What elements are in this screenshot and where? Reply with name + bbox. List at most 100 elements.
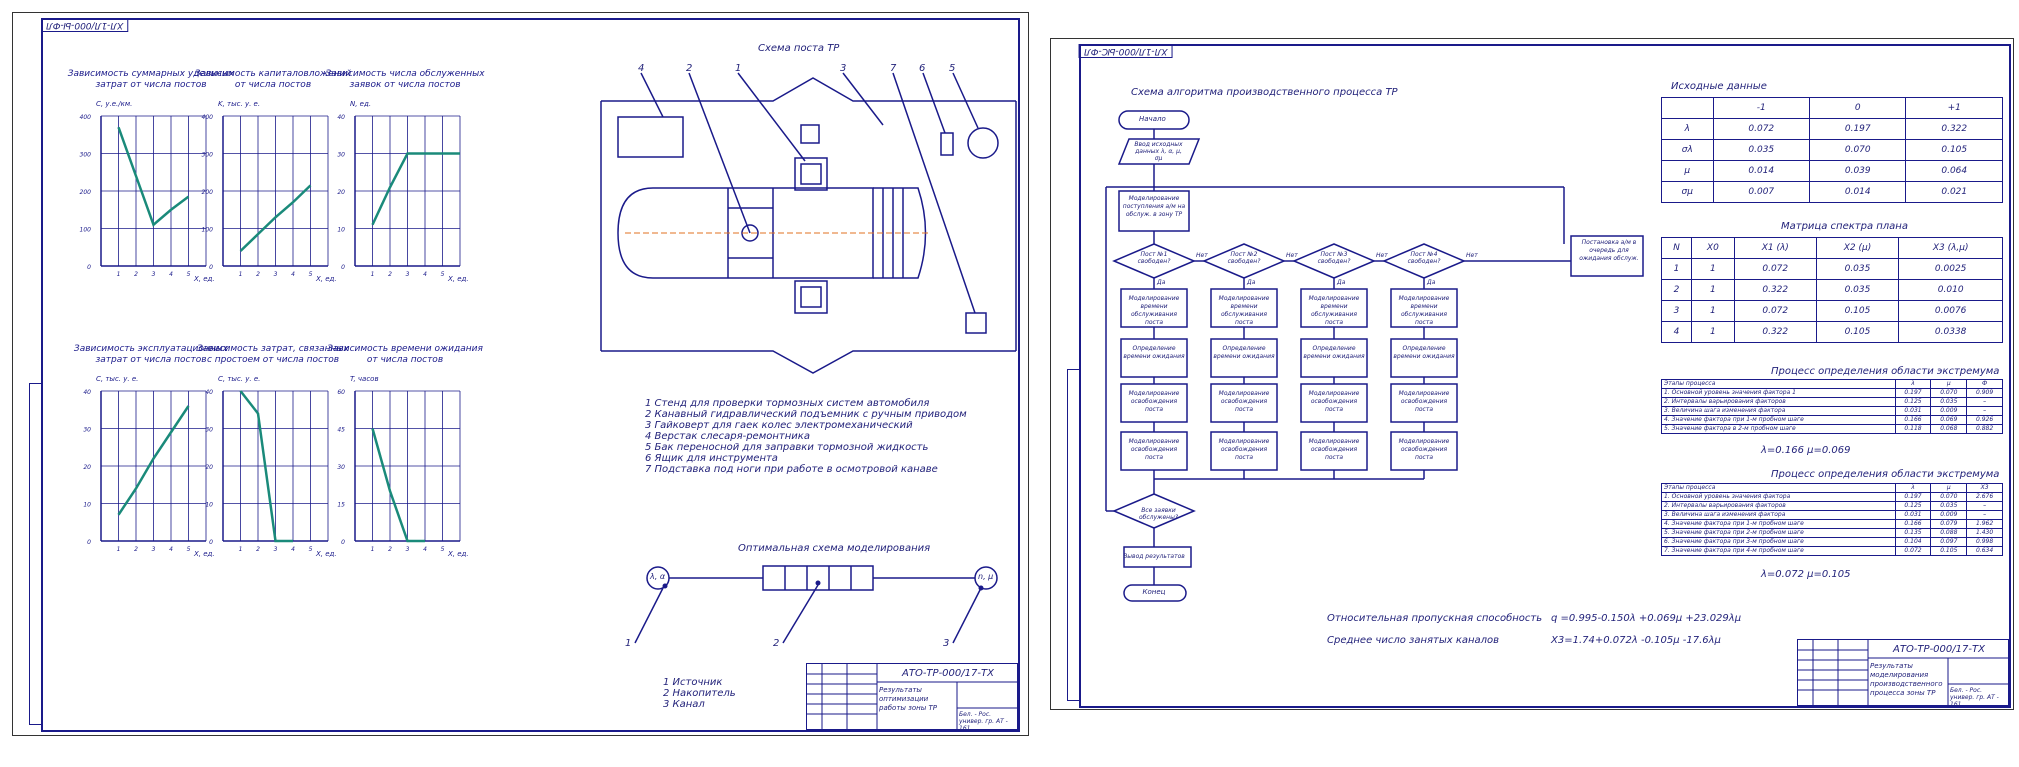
x-tick-label: 1 [117, 271, 121, 278]
series-line [117, 126, 190, 227]
process-text: Моделирование освобождения поста [1398, 438, 1450, 461]
x-tick-label: 2 [256, 546, 260, 553]
left-frame [41, 18, 1020, 732]
series-line [117, 405, 190, 516]
table-cell: 0.009 [1930, 510, 1968, 520]
model-title: Оптимальная схема моделирования [738, 543, 931, 554]
table-cell: 0.007 [1712, 181, 1811, 203]
chart-xlabel: Х, ед. [315, 275, 337, 283]
table-cell: X2 (μ) [1815, 237, 1900, 259]
model-channel-label: n, μ [978, 572, 994, 581]
decision-text: Пост №2 свободен? [1227, 251, 1261, 265]
table-cell: 0.926 [1966, 415, 2003, 425]
chart-ylabel: N, ед. [350, 100, 371, 108]
model-scheme [634, 565, 998, 644]
flow-no-label: Нет [1466, 252, 1478, 259]
x-tick-label: 3 [152, 271, 156, 278]
flow-queue: Постановка а/м в очередь для ожидания об… [1579, 239, 1639, 262]
model-legend: 1 Источник 2 Накопитель 3 Канал [663, 677, 736, 710]
flow-yes-label: Да [1247, 279, 1256, 286]
table-cell: 0.909 [1966, 388, 2003, 398]
flow-yes-label: Да [1427, 279, 1436, 286]
y-tick-label: 20 [83, 464, 91, 471]
table-cell: 0.031 [1894, 510, 1932, 520]
table-cell: 0.197 [1894, 492, 1932, 502]
init-title: Исходные данные [1671, 81, 1767, 92]
y-tick-label: 20 [337, 189, 345, 196]
table-cell: 3 [1661, 300, 1692, 322]
chart-ylabel: C, тыс. у. е. [218, 375, 260, 383]
table-cell: λ [1661, 118, 1714, 140]
table-cell: 5. Значение фактора в 2-м пробном шаге [1661, 424, 1896, 434]
table-cell: 2.676 [1966, 492, 2003, 502]
table-cell: 0.079 [1930, 519, 1968, 529]
x-tick-label: 2 [134, 271, 138, 278]
table-cell: 2. Интервалы варьирования факторов [1661, 397, 1896, 407]
table-cell: μ [1661, 160, 1714, 182]
process-text: Моделирование времени обслуживания поста [1398, 295, 1450, 326]
table-cell: X0 [1690, 237, 1735, 259]
x-tick-label: 1 [371, 546, 375, 553]
table-cell: 0.097 [1930, 537, 1968, 547]
flowchart [1105, 110, 1644, 602]
x-tick-label: 5 [441, 271, 445, 278]
callout-1: 1 [735, 63, 742, 74]
output-box [1123, 546, 1192, 568]
flow-input: Ввод исходных данных λ, α, μ, σμ [1134, 141, 1183, 162]
table-cell: 0.0076 [1898, 300, 2003, 322]
callout-5: 5 [949, 63, 956, 74]
table-cell: 1 [1690, 300, 1735, 322]
table-cell: 1 [1690, 279, 1735, 301]
decision-text: Пост №3 свободен? [1317, 251, 1351, 265]
flow-no-label: Нет [1196, 252, 1208, 259]
equipment-legend: 1 Стенд для проверки тормозных систем ав… [645, 398, 967, 475]
x-tick-label: 1 [239, 271, 243, 278]
table-row: 7. Значение фактора при 4-м пробном шаге… [1661, 546, 2003, 556]
left-stamp-org: Бел. - Рос. универ. гр. АТ - 161 [959, 711, 1008, 732]
flow-end: Конец [1142, 588, 1166, 596]
process-text: Моделирование освобождения поста [1128, 438, 1180, 461]
y-tick-label: 0 [209, 264, 213, 271]
left-sheet: ХЛ-1Л/000-Ы-ФЛ Зависимость суммарных уде… [12, 12, 1029, 736]
flow-title: Схема алгоритма производственного процес… [1131, 87, 1398, 98]
chart-xlabel: Х, ед. [315, 550, 337, 558]
table-cell: 0.072 [1894, 546, 1932, 556]
x-tick-label: 1 [239, 546, 243, 553]
table-cell: 0.118 [1894, 424, 1932, 434]
process-text: Моделирование освобождения поста [1218, 438, 1270, 461]
process-text: Определение времени ожидания [1393, 345, 1455, 360]
process-text: Определение времени ожидания [1213, 345, 1275, 360]
table-cell: 0.322 [1905, 118, 2003, 140]
table-cell: 0.070 [1930, 492, 1968, 502]
left-title-block: АТО-ТР-000/17-ТХ Результаты оптимизации … [806, 663, 1018, 732]
extr1-title: Процесс определения области экстремума [1771, 366, 2000, 377]
y-tick-label: 10 [205, 502, 213, 509]
table-cell: λ [1894, 379, 1932, 389]
table-cell: 0.166 [1894, 415, 1932, 425]
table-cell: 0.0338 [1898, 321, 2003, 343]
model-source-label: λ, α [650, 572, 666, 581]
table-cell: 3. Величина шага изменения фактора [1661, 406, 1896, 416]
table-cell: 0.322 [1733, 279, 1817, 301]
callout-6: 6 [919, 63, 926, 74]
process-text: Моделирование освобождения поста [1308, 438, 1360, 461]
y-tick-label: 60 [337, 389, 345, 396]
flow-arrival: Моделирование поступления а/м на обслуж.… [1122, 195, 1186, 218]
process-text: Моделирование освобождения поста [1218, 390, 1270, 413]
x-tick-label: 4 [169, 271, 173, 278]
scheme-drawing [600, 72, 1017, 374]
y-tick-label: 300 [80, 152, 92, 159]
table-cell: 0.197 [1809, 118, 1907, 140]
